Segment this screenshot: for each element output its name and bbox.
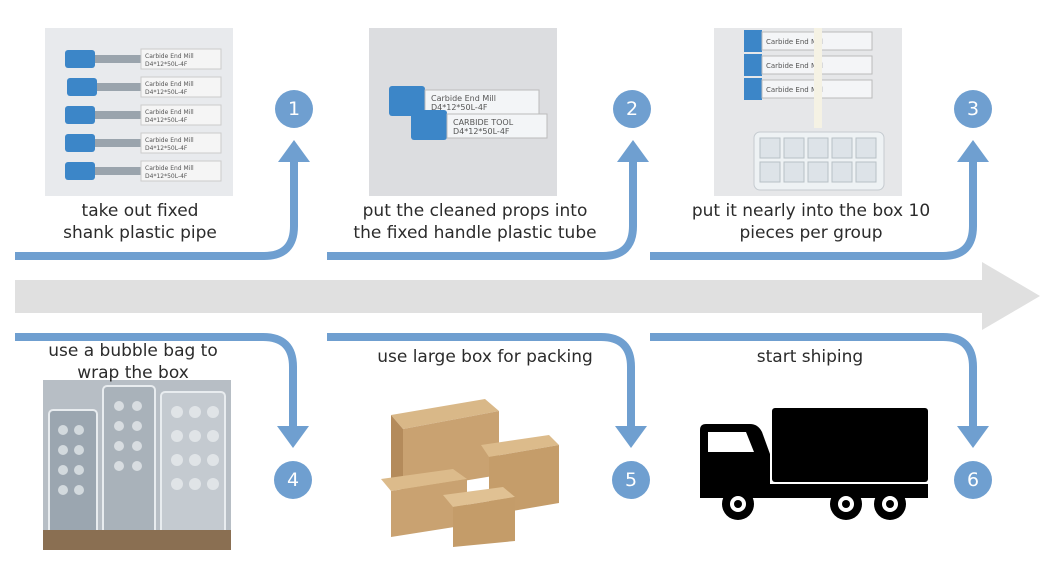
svg-text:D4*12*50L-4F: D4*12*50L-4F — [453, 127, 510, 136]
timeline-arrow — [15, 262, 1040, 330]
arrowhead-step-4 — [277, 426, 309, 448]
bubble-bag-photo — [43, 380, 231, 550]
svg-text:Carbide End Mill: Carbide End Mill — [766, 86, 823, 94]
end-mill-photo: Carbide End Mill D4*12*50L-4F Carbide En… — [45, 28, 233, 196]
svg-text:D4*12*50L-4F: D4*12*50L-4F — [145, 89, 188, 96]
svg-text:Carbide End Mill: Carbide End Mill — [766, 62, 823, 70]
step-2-badge: 2 — [613, 90, 651, 128]
step-4-badge: 4 — [274, 461, 312, 499]
connector-step-6 — [650, 333, 977, 428]
truck-icon — [696, 408, 930, 526]
arrowhead-step-3 — [957, 140, 989, 162]
connector-step-2 — [327, 160, 637, 260]
cardboard-boxes-photo — [373, 375, 569, 550]
step-6-label: start shiping — [756, 347, 864, 367]
svg-text:D4*12*50L-4F: D4*12*50L-4F — [145, 173, 188, 180]
svg-text:D4*12*50L-4F: D4*12*50L-4F — [431, 103, 488, 112]
svg-text:D4*12*50L-4F: D4*12*50L-4F — [145, 61, 188, 68]
step-5-label: use large box for packing — [377, 347, 593, 367]
step-1-badge: 1 — [275, 90, 313, 128]
step-4-label: use a bubble bag to wrap the box — [48, 341, 218, 383]
box-photo: Carbide End Mill Carbide End Mill Carbid… — [714, 28, 902, 196]
svg-text:D4*12*50L-4F: D4*12*50L-4F — [145, 117, 188, 124]
svg-text:Carbide End Mill: Carbide End Mill — [145, 53, 194, 60]
svg-text:Carbide End Mill: Carbide End Mill — [431, 94, 496, 103]
step-1-label: take out fixed shank plastic pipe — [63, 201, 217, 243]
arrowhead-step-6 — [957, 426, 989, 448]
arrowhead-step-1 — [278, 140, 310, 162]
step-3-badge: 3 — [954, 90, 992, 128]
tubes-photo: Carbide End Mill D4*12*50L-4F CARBIDE TO… — [369, 28, 557, 196]
step-3-label: put it nearly into the box 10 pieces per… — [691, 201, 931, 243]
svg-text:CARBIDE TOOL: CARBIDE TOOL — [453, 118, 514, 127]
svg-text:Carbide End Mill: Carbide End Mill — [145, 137, 194, 144]
step-2-label: put the cleaned props into the fixed han… — [353, 201, 597, 243]
connector-step-4 — [15, 333, 297, 428]
svg-text:Carbide End Mill: Carbide End Mill — [766, 38, 823, 46]
arrowhead-step-5 — [615, 426, 647, 448]
svg-text:Carbide End Mill: Carbide End Mill — [145, 81, 194, 88]
svg-text:D4*12*50L-4F: D4*12*50L-4F — [145, 145, 188, 152]
svg-text:Carbide End Mill: Carbide End Mill — [145, 109, 194, 116]
step-6-badge: 6 — [954, 461, 992, 499]
step-5-badge: 5 — [612, 461, 650, 499]
connector-step-3 — [650, 160, 977, 260]
connector-step-5 — [327, 333, 635, 428]
arrowhead-step-2 — [617, 140, 649, 162]
svg-text:Carbide End Mill: Carbide End Mill — [145, 165, 194, 172]
connector-step-1 — [15, 160, 298, 260]
